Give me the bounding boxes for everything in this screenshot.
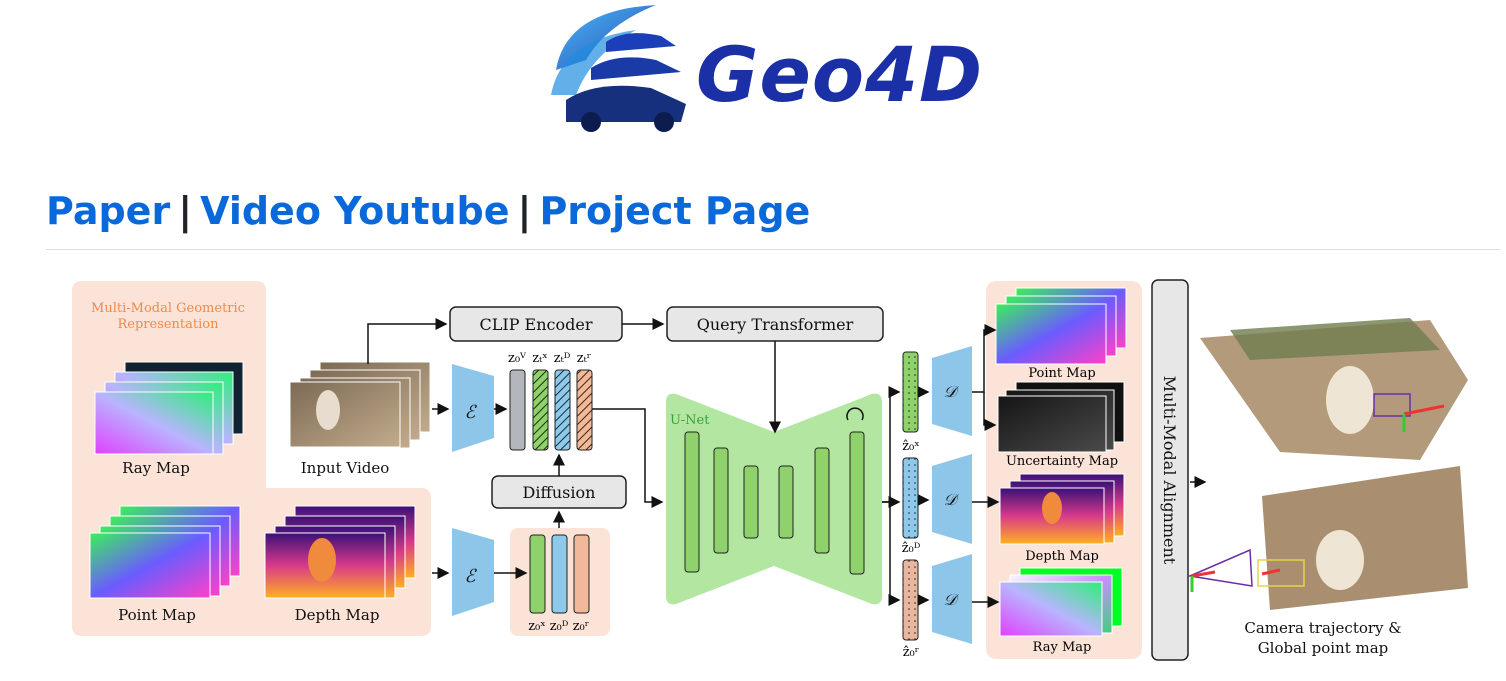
output-depth-map-label: Depth Map — [1025, 549, 1099, 564]
output-point-map — [995, 287, 1127, 365]
latent-label-z0d: z₀ᴰ — [550, 619, 569, 634]
paper-link[interactable]: Paper — [46, 189, 171, 233]
input-video-label: Input Video — [301, 459, 390, 477]
result-scene-bottom — [1187, 466, 1468, 610]
unet-label: U-Net — [670, 413, 710, 428]
link-separator: | — [517, 189, 532, 233]
unet-block — [666, 393, 882, 605]
pred-latent-label-x: ẑ₀ˣ — [902, 439, 920, 454]
pred-latent-label-r: ẑ₀ʳ — [903, 645, 920, 660]
svg-text:Query Transformer: Query Transformer — [697, 315, 854, 334]
encoder-bottom: ℰ — [452, 528, 494, 616]
divider — [46, 249, 1500, 250]
result-label-line1: Camera trajectory & — [1244, 619, 1401, 637]
latent-label-ztd: zₜᴰ — [554, 351, 571, 366]
query-transformer-box: Query Transformer — [666, 306, 884, 342]
point-map-label: Point Map — [118, 606, 196, 624]
input-video-stack — [289, 361, 431, 449]
output-uncertainty-map-label: Uncertainty Map — [1006, 454, 1118, 469]
output-uncertainty-map — [997, 381, 1125, 453]
clean-latents — [529, 534, 590, 614]
encoder-top: ℰ — [452, 364, 494, 452]
output-ray-map-label: Ray Map — [1033, 640, 1092, 655]
clip-encoder-box: CLIP Encoder — [449, 306, 623, 342]
latent-label-ztr: zₜʳ — [577, 351, 592, 366]
logo-wordmark: Geo4D — [696, 30, 984, 119]
depth-map-stack — [264, 505, 416, 599]
pred-latent-label-d: ẑ₀ᴰ — [902, 541, 921, 556]
svg-text:ℰ: ℰ — [465, 402, 478, 423]
depth-map-label: Depth Map — [295, 606, 380, 624]
decoder-r: 𝒟 — [932, 554, 972, 644]
decoder-d: 𝒟 — [932, 454, 972, 544]
geo4d-logo: Geo4D — [546, 0, 1006, 140]
svg-text:Multi-Modal Alignment: Multi-Modal Alignment — [1160, 376, 1179, 565]
svg-text:𝒟: 𝒟 — [944, 490, 960, 509]
latent-label-z0x: z₀ˣ — [528, 619, 546, 634]
svg-text:CLIP Encoder: CLIP Encoder — [480, 315, 593, 334]
ray-map-label: Ray Map — [122, 459, 190, 477]
video-youtube-link[interactable]: Video Youtube — [200, 189, 510, 233]
panel-title-line1: Multi-Modal Geometric — [91, 301, 245, 316]
multi-modal-alignment-bar: Multi-Modal Alignment — [1151, 279, 1189, 661]
svg-text:𝒟: 𝒟 — [944, 590, 960, 609]
point-map-stack — [89, 505, 241, 599]
diffusion-box: Diffusion — [491, 475, 627, 509]
latent-label-z0v: z₀ⱽ — [508, 351, 527, 366]
outputs-panel — [986, 281, 1142, 659]
svg-text:ℰ: ℰ — [465, 566, 478, 587]
car-swirl-icon — [551, 5, 686, 132]
result-label-line2: Global point map — [1258, 639, 1389, 657]
project-page-link[interactable]: Project Page — [539, 189, 811, 233]
output-depth-map — [999, 473, 1125, 545]
link-separator: | — [178, 189, 193, 233]
output-ray-map — [999, 567, 1123, 637]
link-row: Paper|Video Youtube|Project Page — [46, 189, 810, 233]
svg-text:Diffusion: Diffusion — [523, 483, 596, 502]
latent-label-ztx: zₜˣ — [532, 351, 548, 366]
decoder-x: 𝒟 — [932, 346, 972, 436]
ray-map-stack — [94, 361, 244, 455]
latent-label-z0r: z₀ʳ — [573, 619, 590, 634]
arrows — [367, 318, 1207, 608]
panel-title-line2: Representation — [117, 317, 219, 332]
predicted-latents — [902, 351, 919, 641]
output-point-map-label: Point Map — [1028, 366, 1095, 381]
noisy-latents — [509, 369, 593, 451]
result-scene-top — [1200, 318, 1468, 460]
svg-text:𝒟: 𝒟 — [944, 382, 960, 401]
